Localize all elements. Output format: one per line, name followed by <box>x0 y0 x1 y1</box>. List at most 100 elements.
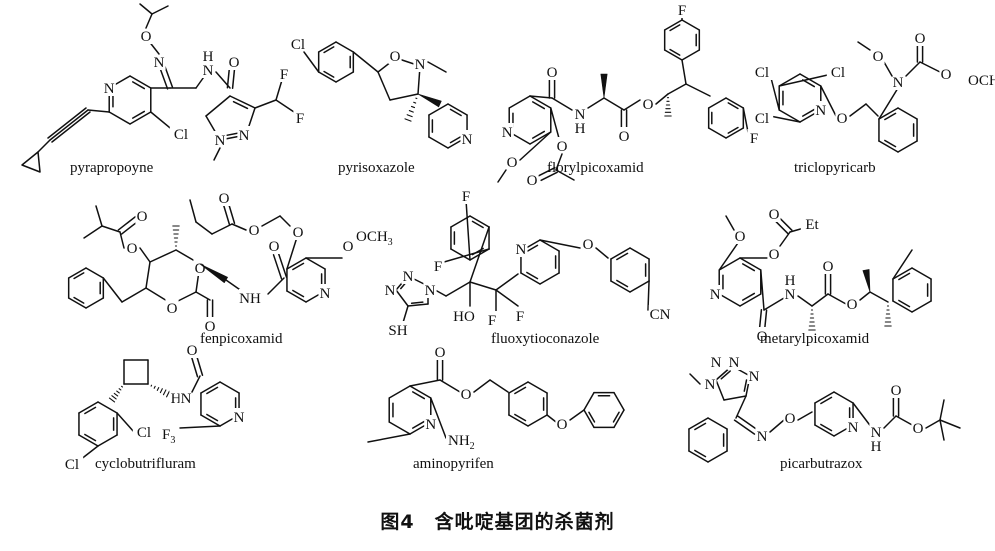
aromatic-inner-line <box>73 296 85 304</box>
carbamate-nitrogen: N <box>893 75 904 91</box>
aromatic-inner-line <box>323 46 335 54</box>
aromatic-inner-line <box>694 449 707 458</box>
ring-bond <box>205 95 231 117</box>
bond-line <box>189 199 197 223</box>
double-bond-line <box>540 171 558 182</box>
chlorine-label-mask <box>750 63 774 80</box>
isoxazolidine-nitrogen: N <box>415 57 426 73</box>
isoxazolidine-oxygen: O <box>390 49 401 65</box>
double-bond-line <box>775 221 789 235</box>
fluorine-label-mask <box>675 1 689 18</box>
aromatic-inner-line <box>727 126 739 134</box>
ring-bond <box>97 401 118 414</box>
hydroxyl-label: HO <box>453 309 475 325</box>
methoxy-oxygen: O <box>343 239 354 255</box>
bond-line <box>859 291 871 301</box>
bond-line <box>195 291 211 301</box>
fluorine-label-mask <box>431 257 445 274</box>
ethyl-label-mask <box>800 215 824 232</box>
pyridine-nitrogen: N <box>502 125 513 141</box>
bond-line <box>623 99 641 111</box>
pyrazole-nitrogen-mask <box>213 131 227 148</box>
bond-line <box>681 59 687 85</box>
ring-bond <box>707 417 728 430</box>
aryl-hash <box>121 385 123 388</box>
double-bond-line <box>195 354 204 377</box>
double-bond-line <box>222 203 231 226</box>
fluorine-label-mask <box>277 65 291 82</box>
pyrazole-nitrogen: N <box>215 133 226 149</box>
nitrile-label: CN <box>650 307 671 323</box>
double-bond-line <box>733 419 756 435</box>
triazole-nitrogen: N <box>385 283 396 299</box>
ring-bond <box>892 300 913 313</box>
amide-hash <box>162 389 167 396</box>
chlorine-label: Cl <box>137 425 151 441</box>
bond-line <box>151 5 169 15</box>
aromatic-inner-line <box>411 420 426 429</box>
bond-line <box>213 147 221 161</box>
aromatic-inner-line <box>526 244 539 253</box>
pyridine-nitrogen: N <box>848 420 859 436</box>
compound-name-picarbutrazox: picarbutrazox <box>780 456 863 472</box>
acetoxy-oxygen: O <box>557 139 568 155</box>
double-bond-line <box>231 67 236 90</box>
pyridine-nitrogen: N <box>710 287 721 303</box>
aromatic-inner-line <box>531 130 546 139</box>
fluorine-label-mask <box>459 187 473 204</box>
bond-line <box>939 419 945 441</box>
ester-oxygen-mask <box>459 385 473 402</box>
double-bond-line <box>779 217 793 231</box>
amide-hydrogen: H <box>785 273 796 289</box>
bond-line <box>569 409 585 421</box>
carbonyl-oxygen-mask <box>135 207 149 224</box>
oxime-nitrogen-mask <box>755 427 769 444</box>
chlorine-label: Cl <box>174 127 188 143</box>
acetyl-oxygen: O <box>527 173 538 189</box>
amide-hash <box>156 387 160 391</box>
carbamate-nitrogen-mask <box>891 73 905 90</box>
ester-oxygen: O <box>847 297 858 313</box>
ring-bond <box>85 297 105 309</box>
ring-bond <box>897 140 918 153</box>
methyl-hash <box>410 105 416 109</box>
chlorine-label-mask <box>826 63 850 80</box>
ring-bond <box>407 303 429 307</box>
carbamate-nitrogen-mask <box>869 423 883 440</box>
tetrazole-nitrogen: N <box>749 369 760 385</box>
oxime-nitrogen: N <box>757 429 768 445</box>
aromatic-inner-line <box>588 411 596 423</box>
bond-line <box>427 61 447 73</box>
carbonyl-oxygen-mask <box>913 29 927 46</box>
ring-bond <box>629 247 650 260</box>
aromatic-inner-line <box>410 301 424 305</box>
isoxazolidine-nitrogen-mask <box>413 55 427 72</box>
bond-line <box>95 205 103 227</box>
amide-oxygen: O <box>547 65 558 81</box>
oxime-nitrogen: N <box>154 55 165 71</box>
double-bond-line <box>227 202 236 225</box>
amide-nitrogen-mask <box>783 285 797 302</box>
pyridine-nitrogen-mask <box>460 130 474 147</box>
ester-oxygen: O <box>643 97 654 113</box>
ring-bond <box>681 49 701 61</box>
bond-line <box>778 73 833 87</box>
ring-bond <box>663 19 683 31</box>
ring-bond <box>892 267 913 280</box>
triazole-nitrogen-mask <box>383 281 397 298</box>
methoxy-oxygen: O <box>507 155 518 171</box>
fluorine-label: F <box>516 309 524 325</box>
bond-line <box>849 103 867 117</box>
ring-bond <box>610 280 631 293</box>
chlorine-label-mask <box>286 35 310 52</box>
double-bond-line <box>736 415 759 431</box>
bond-line <box>430 397 447 439</box>
methoxy-label-mask <box>354 227 391 244</box>
fluorine-label-mask <box>485 311 499 328</box>
aromatic-inner-line <box>820 396 833 405</box>
oxime-oxygen: O <box>141 29 152 45</box>
triazole-nitrogen-mask <box>401 267 415 284</box>
